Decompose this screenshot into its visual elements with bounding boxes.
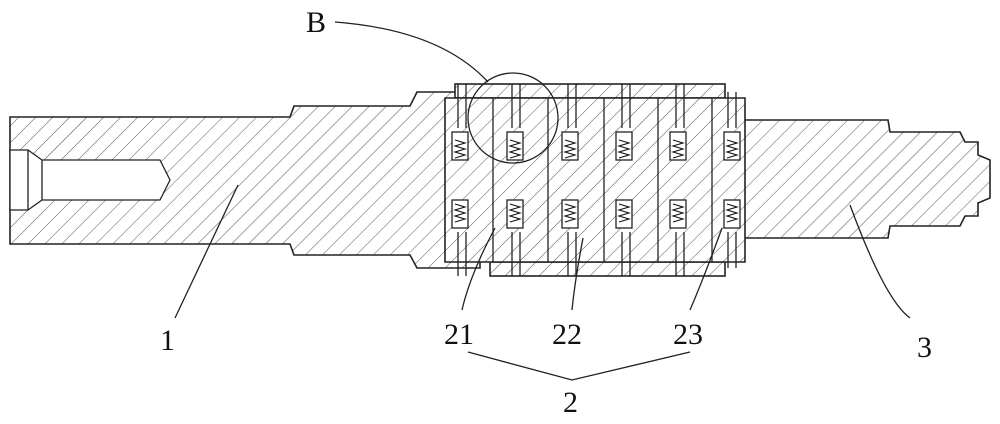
label-detail-b: B bbox=[306, 6, 326, 39]
label-part-23: 23 bbox=[673, 318, 703, 351]
label-part-3: 3 bbox=[917, 331, 932, 364]
label-part-1: 1 bbox=[160, 324, 175, 357]
label-part-22: 22 bbox=[552, 318, 582, 351]
coupling-assembly bbox=[444, 83, 746, 277]
right-shaft bbox=[734, 119, 991, 239]
label-part-21: 21 bbox=[444, 318, 474, 351]
detail-circle-b bbox=[334, 21, 559, 164]
left-shaft bbox=[9, 91, 481, 269]
plate-separators bbox=[492, 98, 713, 262]
leader-lines bbox=[174, 184, 911, 381]
springs bbox=[453, 139, 739, 223]
pins bbox=[457, 84, 737, 276]
label-part-2: 2 bbox=[563, 386, 578, 419]
